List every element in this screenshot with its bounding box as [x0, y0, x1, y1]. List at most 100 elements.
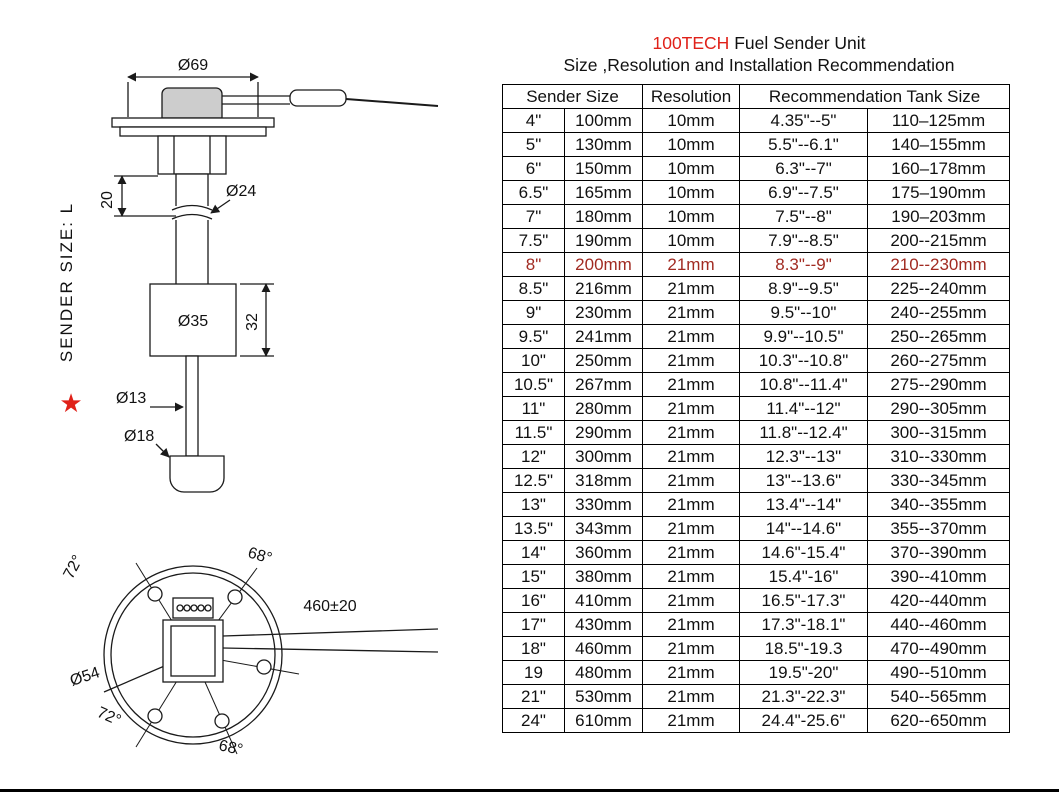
cell-size-inch: 15"	[502, 564, 565, 589]
table-row: 21" 530mm 21mm 21.3"-22.3" 540--565mm	[502, 684, 1011, 709]
table-row: 12" 300mm 21mm 12.3"--13" 310--330mm	[502, 444, 1011, 469]
cell-size-mm: 180mm	[564, 204, 643, 229]
table-row: 15" 380mm 21mm 15.4"-16" 390--410mm	[502, 564, 1011, 589]
label-float-diameter: Ø35	[178, 313, 208, 330]
label-angle-top-right: 68°	[246, 545, 274, 568]
cell-size-mm: 610mm	[564, 708, 643, 733]
cell-tank-mm: 200--215mm	[866, 228, 1011, 253]
table-row: 5" 130mm 10mm 5.5"--6.1" 140–155mm	[502, 132, 1011, 157]
technical-drawing-svg: Ø69 Ø24 20 Ø35 32 Ø13 Ø18 SENDER SIZE: L…	[57, 57, 439, 759]
cell-resolution: 10mm	[642, 132, 740, 157]
bolt-hole	[147, 586, 163, 602]
cell-resolution: 21mm	[642, 660, 740, 685]
cell-tank-mm: 175–190mm	[866, 180, 1011, 205]
table-row: 7.5" 190mm 10mm 7.9"--8.5" 200--215mm	[502, 228, 1011, 253]
cell-size-inch: 18"	[502, 636, 565, 661]
table-row: 19 480mm 21mm 19.5"-20" 490--510mm	[502, 660, 1011, 685]
label-angle-bottom: 68°	[217, 737, 244, 759]
cell-size-mm: 241mm	[564, 324, 643, 349]
cell-size-mm: 318mm	[564, 468, 643, 493]
cell-size-mm: 250mm	[564, 348, 643, 373]
cell-tank-mm: 160–178mm	[866, 156, 1011, 181]
table-row: 11.5" 290mm 21mm 11.8"--12.4" 300--315mm	[502, 420, 1011, 445]
cell-resolution: 21mm	[642, 276, 740, 301]
cell-tank-inch: 21.3"-22.3"	[739, 684, 868, 709]
cell-tank-mm: 260--275mm	[866, 348, 1011, 373]
cell-size-inch: 10"	[502, 348, 565, 373]
cell-tank-mm: 225--240mm	[866, 276, 1011, 301]
title-rest: Fuel Sender Unit	[729, 33, 866, 53]
cell-resolution: 21mm	[642, 300, 740, 325]
label-bolt-circle-diameter: Ø54	[68, 664, 102, 690]
cell-tank-mm: 210--230mm	[866, 252, 1011, 277]
cell-size-mm: 165mm	[564, 180, 643, 205]
wire-crimp	[289, 89, 347, 107]
top-cap	[161, 87, 223, 119]
cell-tank-inch: 13.4"--14"	[739, 492, 868, 517]
cell-tank-mm: 490--510mm	[866, 660, 1011, 685]
cell-size-mm: 290mm	[564, 420, 643, 445]
cell-size-mm: 460mm	[564, 636, 643, 661]
table-header-row: Sender Size Resolution Recommendation Ta…	[502, 84, 1011, 109]
col-header-tank-size: Recommendation Tank Size	[738, 84, 1011, 109]
cell-resolution: 21mm	[642, 420, 740, 445]
table-row: 10" 250mm 21mm 10.3"--10.8" 260--275mm	[502, 348, 1011, 373]
float-body	[149, 283, 237, 357]
cell-size-inch: 12.5"	[502, 468, 565, 493]
cell-tank-mm: 110–125mm	[866, 108, 1011, 133]
cell-size-inch: 16"	[502, 588, 565, 613]
technical-drawing: Ø69 Ø24 20 Ø35 32 Ø13 Ø18 SENDER SIZE: L…	[0, 0, 505, 796]
brand-name: 100TECH	[652, 33, 730, 53]
cell-size-mm: 410mm	[564, 588, 643, 613]
cell-resolution: 21mm	[642, 348, 740, 373]
cell-size-inch: 4"	[502, 108, 565, 133]
page-subtitle: Size ,Resolution and Installation Recomm…	[563, 55, 955, 75]
cell-size-mm: 360mm	[564, 540, 643, 565]
cell-resolution: 21mm	[642, 372, 740, 397]
cell-tank-mm: 240--255mm	[866, 300, 1011, 325]
cell-tank-inch: 19.5"-20"	[739, 660, 868, 685]
bolt-hole	[147, 708, 163, 724]
cell-resolution: 10mm	[642, 156, 740, 181]
terminal-block	[172, 597, 214, 619]
cell-size-mm: 230mm	[564, 300, 643, 325]
cell-tank-mm: 250--265mm	[866, 324, 1011, 349]
table-row: 8.5" 216mm 21mm 8.9"--9.5" 225--240mm	[502, 276, 1011, 301]
cell-resolution: 21mm	[642, 396, 740, 421]
cell-size-mm: 343mm	[564, 516, 643, 541]
table-row: 10.5" 267mm 21mm 10.8"--11.4" 275--290mm	[502, 372, 1011, 397]
label-sender-size-axis: SENDER SIZE: L	[57, 202, 76, 362]
table-row: 4" 100mm 10mm 4.35"--5" 110–125mm	[502, 108, 1011, 133]
page-title: 100TECH Fuel Sender Unit	[502, 32, 1016, 54]
cell-size-inch: 8"	[502, 252, 565, 277]
cell-tank-mm: 310--330mm	[866, 444, 1011, 469]
cell-size-inch: 7.5"	[502, 228, 565, 253]
cell-size-inch: 5"	[502, 132, 565, 157]
table-row: 18" 460mm 21mm 18.5"-19.3 470--490mm	[502, 636, 1011, 661]
cell-size-mm: 330mm	[564, 492, 643, 517]
star-icon: ★	[59, 388, 82, 418]
cell-tank-inch: 8.9"--9.5"	[739, 276, 868, 301]
cell-tank-mm: 300--315mm	[866, 420, 1011, 445]
label-shaft-diameter: Ø24	[226, 183, 256, 200]
cell-tank-inch: 9.9"--10.5"	[739, 324, 868, 349]
cell-size-mm: 200mm	[564, 252, 643, 277]
cell-tank-mm: 140–155mm	[866, 132, 1011, 157]
rod	[185, 355, 199, 457]
spec-table-body: 4" 100mm 10mm 4.35"--5" 110–125mm 5" 130…	[502, 108, 1011, 733]
cell-resolution: 21mm	[642, 684, 740, 709]
cell-tank-inch: 7.5"--8"	[739, 204, 868, 229]
cell-resolution: 21mm	[642, 444, 740, 469]
cell-tank-mm: 440--460mm	[866, 612, 1011, 637]
cell-size-mm: 267mm	[564, 372, 643, 397]
cell-size-mm: 100mm	[564, 108, 643, 133]
cell-size-mm: 380mm	[564, 564, 643, 589]
table-row: 9.5" 241mm 21mm 9.9"--10.5" 250--265mm	[502, 324, 1011, 349]
cell-size-mm: 150mm	[564, 156, 643, 181]
bolt-hole	[256, 659, 272, 675]
cell-size-mm: 530mm	[564, 684, 643, 709]
table-row: 6.5" 165mm 10mm 6.9"--7.5" 175–190mm	[502, 180, 1011, 205]
cell-tank-mm: 355--370mm	[866, 516, 1011, 541]
cell-tank-inch: 15.4"-16"	[739, 564, 868, 589]
cell-tank-inch: 24.4"-25.6"	[739, 708, 868, 733]
